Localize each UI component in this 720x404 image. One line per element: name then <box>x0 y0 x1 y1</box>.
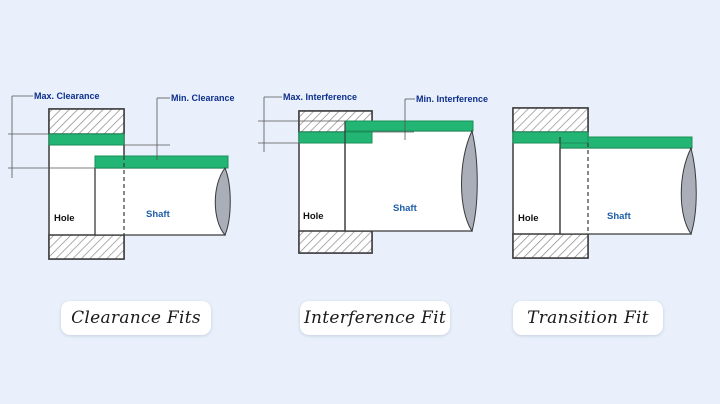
clearance-fits-caption: Clearance Fits <box>61 301 211 335</box>
hole-label: Hole <box>54 213 75 224</box>
min-clearance-label: Min. Clearance <box>171 93 235 103</box>
shaft-tolerance-band <box>94 155 229 169</box>
hole-label: Hole <box>303 211 324 222</box>
shaft-break-symbol <box>214 167 231 236</box>
interference-fit-caption: Interference Fit <box>300 301 450 335</box>
hole-bottom-hatch <box>48 234 125 260</box>
max-interference-label: Max. Interference <box>283 92 357 102</box>
clearance-fit-panel: Max. Clearance Min. Clearance Hole Shaft <box>8 91 235 260</box>
hole-top-hatch <box>512 107 589 133</box>
min-interference-label: Min. Interference <box>416 94 488 104</box>
max-clearance-label: Max. Clearance <box>34 91 100 101</box>
shaft-label: Shaft <box>146 209 171 220</box>
shaft-body <box>344 130 473 232</box>
hole-tolerance-band <box>48 133 125 146</box>
shaft-tolerance-band <box>344 120 474 132</box>
shaft-label: Shaft <box>607 211 632 222</box>
shaft-break-symbol <box>680 146 697 236</box>
hole-label: Hole <box>518 213 539 224</box>
shaft-break-symbol <box>461 129 478 233</box>
hole-tolerance-band <box>298 131 373 144</box>
shaft-body <box>94 167 226 236</box>
hole-tolerance-band <box>512 131 589 144</box>
hole-bottom-hatch <box>298 230 373 254</box>
hole-bottom-hatch <box>512 233 589 259</box>
hole-top-hatch <box>48 108 125 135</box>
interference-fit-panel: Max. Interference Min. Interference Hole… <box>258 92 488 254</box>
transition-fit-caption: Transition Fit <box>513 301 663 335</box>
transition-fit-panel: Hole Shaft <box>512 107 697 259</box>
shaft-label: Shaft <box>393 203 418 214</box>
